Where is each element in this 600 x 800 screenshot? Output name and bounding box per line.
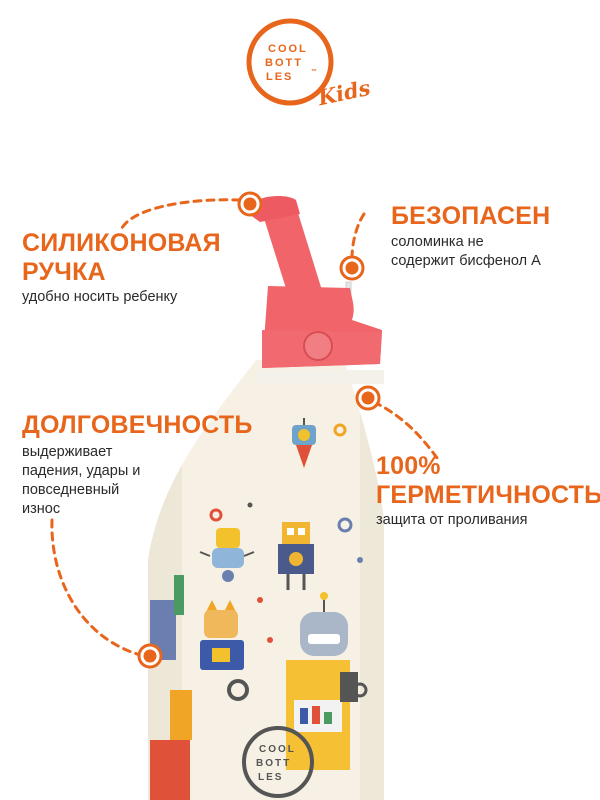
logo-line-2: BOTT: [265, 57, 303, 69]
logo-line-1: COOL: [268, 43, 308, 55]
callout-dots: [137, 191, 381, 669]
bottle-logo: COOL BOTT LES: [242, 726, 314, 798]
feature-sealed: 100% ГЕРМЕТИЧНОСТЬ защита от проливания: [376, 452, 600, 530]
callout-line-durable: [50, 518, 146, 658]
logo-kids-script: Kids: [315, 75, 373, 111]
feature-durable: ДОЛГОВЕЧНОСТЬ выдерживает падения, удары…: [22, 411, 253, 519]
feature-durable-desc-4: износ: [22, 501, 61, 517]
callout-line-handle: [120, 198, 242, 230]
callout-lines: [50, 198, 442, 658]
small-robot-icon: [199, 528, 255, 582]
feature-durable-desc-3: повседневный: [22, 482, 120, 498]
feature-handle: СИЛИКОНОВАЯ РУЧКА удобно носить ребенку: [22, 229, 221, 307]
feature-handle-title-1: СИЛИКОНОВАЯ: [22, 229, 221, 257]
callout-line-safe: [350, 212, 366, 260]
box-robot-icon: [278, 522, 314, 590]
bottle-logo-line-1: COOL: [259, 744, 296, 755]
feature-durable-desc-1: выдерживает: [22, 444, 113, 460]
bottle-cap: [246, 196, 384, 384]
feature-handle-desc: удобно носить ребенку: [22, 289, 178, 305]
feature-handle-title-2: РУЧКА: [22, 258, 106, 286]
logo-trademark: ™: [311, 68, 317, 75]
decor-dots-icon: [247, 502, 363, 643]
cat-robot-icon: [200, 600, 244, 670]
logo-line-3: LES: [266, 71, 293, 83]
feature-durable-title: ДОЛГОВЕЧНОСТЬ: [22, 411, 253, 439]
brand-logo: COOL BOTT LES ™ Kids: [246, 18, 373, 111]
bottle-logo-line-3: LES: [258, 772, 283, 783]
rocket-robot-icon: [292, 418, 316, 468]
callout-dot-durable-icon: [137, 643, 163, 669]
feature-safe-desc-1: соломинка не: [391, 234, 484, 250]
feature-safe-title: БЕЗОПАСЕН: [391, 202, 551, 230]
misc-robot-parts-icon: [150, 575, 192, 800]
callout-line-sealed: [372, 400, 442, 464]
feature-sealed-title-2: ГЕРМЕТИЧНОСТЬ: [376, 481, 600, 509]
feature-sealed-title-1: 100%: [376, 452, 441, 480]
bottle-logo-line-2: BOTT: [256, 758, 291, 769]
big-robot-icon: [286, 592, 358, 770]
bottle-neck: [258, 370, 384, 384]
callout-dot-sealed-icon: [355, 385, 381, 411]
feature-sealed-desc: защита от проливания: [376, 512, 528, 528]
feature-safe-desc-2: содержит бисфенол А: [391, 253, 541, 269]
pivot-button: [303, 331, 333, 361]
feature-safe: БЕЗОПАСЕН соломинка не содержит бисфенол…: [391, 202, 550, 271]
callout-dot-handle-icon: [237, 191, 263, 217]
callout-dot-safe-icon: [339, 255, 365, 281]
feature-durable-desc-2: падения, удары и: [22, 463, 141, 479]
